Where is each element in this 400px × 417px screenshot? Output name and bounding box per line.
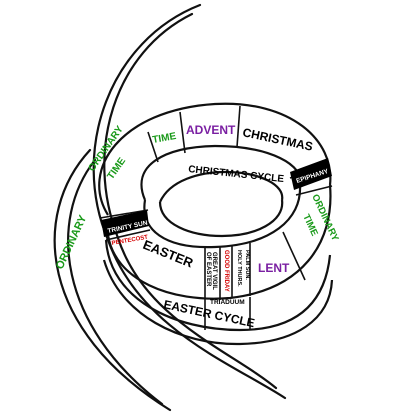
- ring-edge: [106, 184, 332, 300]
- divider-line: [99, 209, 149, 219]
- outer-arm-stroke: [116, 236, 278, 390]
- label-great-vigil-2: OF EASTER: [205, 252, 211, 287]
- label-time-fragment: TIME: [152, 131, 178, 146]
- outer-arms: [53, 3, 287, 412]
- label-ordinary-left: ORDINARY: [54, 213, 90, 271]
- divider-line: [105, 229, 151, 241]
- label-good-friday: GOOD FRIDAY: [223, 250, 229, 292]
- outer-arm-stroke: [53, 148, 172, 412]
- ring-edge: [98, 102, 332, 216]
- label-christmas-cycle: CHRISTMAS CYCLE: [188, 164, 285, 185]
- outer-arm-stroke: [67, 158, 164, 406]
- label-lent: LENT: [258, 261, 290, 275]
- label-easter: EASTER: [141, 237, 196, 271]
- outer-arm-stroke: [106, 238, 287, 400]
- ring-edge: [104, 239, 332, 332]
- label-great-vigil-1: GREAT VIGIL: [211, 252, 217, 290]
- divider-line: [147, 131, 159, 163]
- divider-line: [179, 111, 186, 154]
- divider-line: [295, 185, 333, 196]
- epiphany-band: [290, 158, 332, 190]
- ring-edge: [158, 199, 284, 238]
- label-palm-sunday: PALM SUN.: [244, 250, 250, 280]
- divider-line: [236, 105, 241, 148]
- label-advent: ADVENT: [186, 123, 236, 137]
- dark-bands: [101, 158, 332, 237]
- ring-edge: [143, 184, 302, 249]
- trinity-sun-band: [101, 210, 149, 237]
- ring-edge: [158, 170, 284, 203]
- label-ordinary-time-upper-2: TIME: [105, 156, 128, 182]
- ring-edge: [140, 144, 302, 201]
- upper-ring: [98, 102, 334, 346]
- ring-edge: [102, 259, 334, 346]
- label-ordinary-time-right-2: TIME: [300, 213, 320, 238]
- outer-arm-stroke: [92, 3, 202, 242]
- label-holy-thursday: HOLY THURS.: [236, 250, 242, 287]
- outer-arm-stroke: [103, 12, 194, 240]
- label-triduum: TRIADUUM: [210, 299, 245, 306]
- divider-line: [282, 231, 306, 281]
